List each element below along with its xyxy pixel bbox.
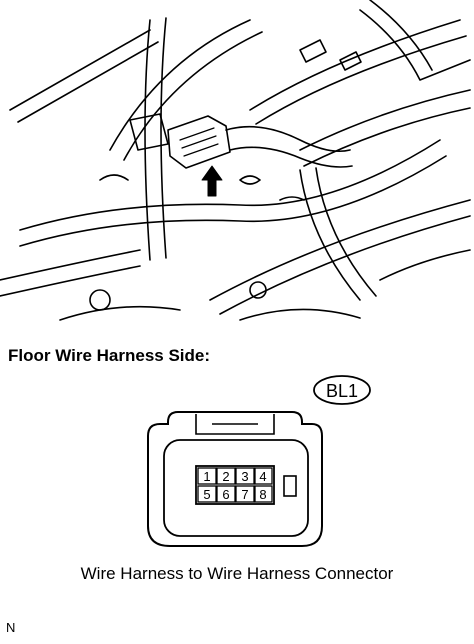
lower-bolts — [89, 281, 267, 311]
pin-cell-3 — [235, 467, 255, 485]
pin-cell-4 — [254, 467, 273, 485]
pin-cell-8 — [254, 485, 273, 503]
pin-cell-1 — [197, 467, 217, 485]
section-heading: Floor Wire Harness Side: — [8, 346, 211, 365]
pin-number: 1 — [203, 469, 210, 484]
clamp-bracket — [129, 113, 169, 151]
connector-code-oval — [313, 375, 371, 405]
diagonal-tube-left — [9, 29, 159, 123]
pin-number: 7 — [241, 487, 248, 502]
pin-number: 3 — [241, 469, 248, 484]
pin-number: 5 — [203, 487, 210, 502]
frame-rail-right-upper — [249, 19, 467, 125]
connector-caption: Wire Harness to Wire Harness Connector — [80, 564, 394, 583]
pin-number: 8 — [259, 487, 266, 502]
connector-housing — [167, 115, 231, 169]
pin-number: 4 — [259, 469, 266, 484]
connector-ridges — [179, 127, 219, 157]
small-details — [99, 174, 305, 201]
right-lower-diagonal — [209, 199, 471, 315]
connector-key — [283, 475, 297, 497]
pin-block — [195, 465, 275, 505]
upper-clips — [299, 39, 362, 71]
harness-location-illustration — [0, 0, 471, 321]
lower-frame-detail — [59, 249, 471, 321]
connector-face-diagram: BL1 1 2 3 4 5 6 7 8 — [147, 375, 371, 547]
pin-cell-7 — [235, 485, 255, 503]
pin-cell-6 — [216, 485, 236, 503]
pin-cell-2 — [216, 467, 236, 485]
pin-cell-5 — [197, 485, 217, 503]
connector-inner-housing — [163, 439, 309, 537]
harness-bottom-left — [0, 249, 141, 297]
long-harness-lower — [19, 139, 447, 247]
harness-right-of-connector — [225, 125, 353, 168]
pin-number: 6 — [222, 487, 229, 502]
pin-number: 2 — [222, 469, 229, 484]
connector-outer-housing — [147, 411, 323, 547]
vertical-tube-left — [144, 17, 167, 261]
pointer-arrow — [201, 165, 223, 197]
diagonal-tube-upper — [109, 19, 263, 161]
pin-grid: 1 2 3 4 5 6 7 8 — [197, 467, 273, 503]
upper-right-frame — [359, 0, 471, 81]
frame-rail-right-lower — [299, 89, 471, 167]
figure-code: N — [6, 620, 16, 635]
connector-latch — [195, 414, 275, 435]
connector-code-label: BL1 — [326, 381, 358, 401]
right-vertical-rail — [299, 167, 377, 301]
